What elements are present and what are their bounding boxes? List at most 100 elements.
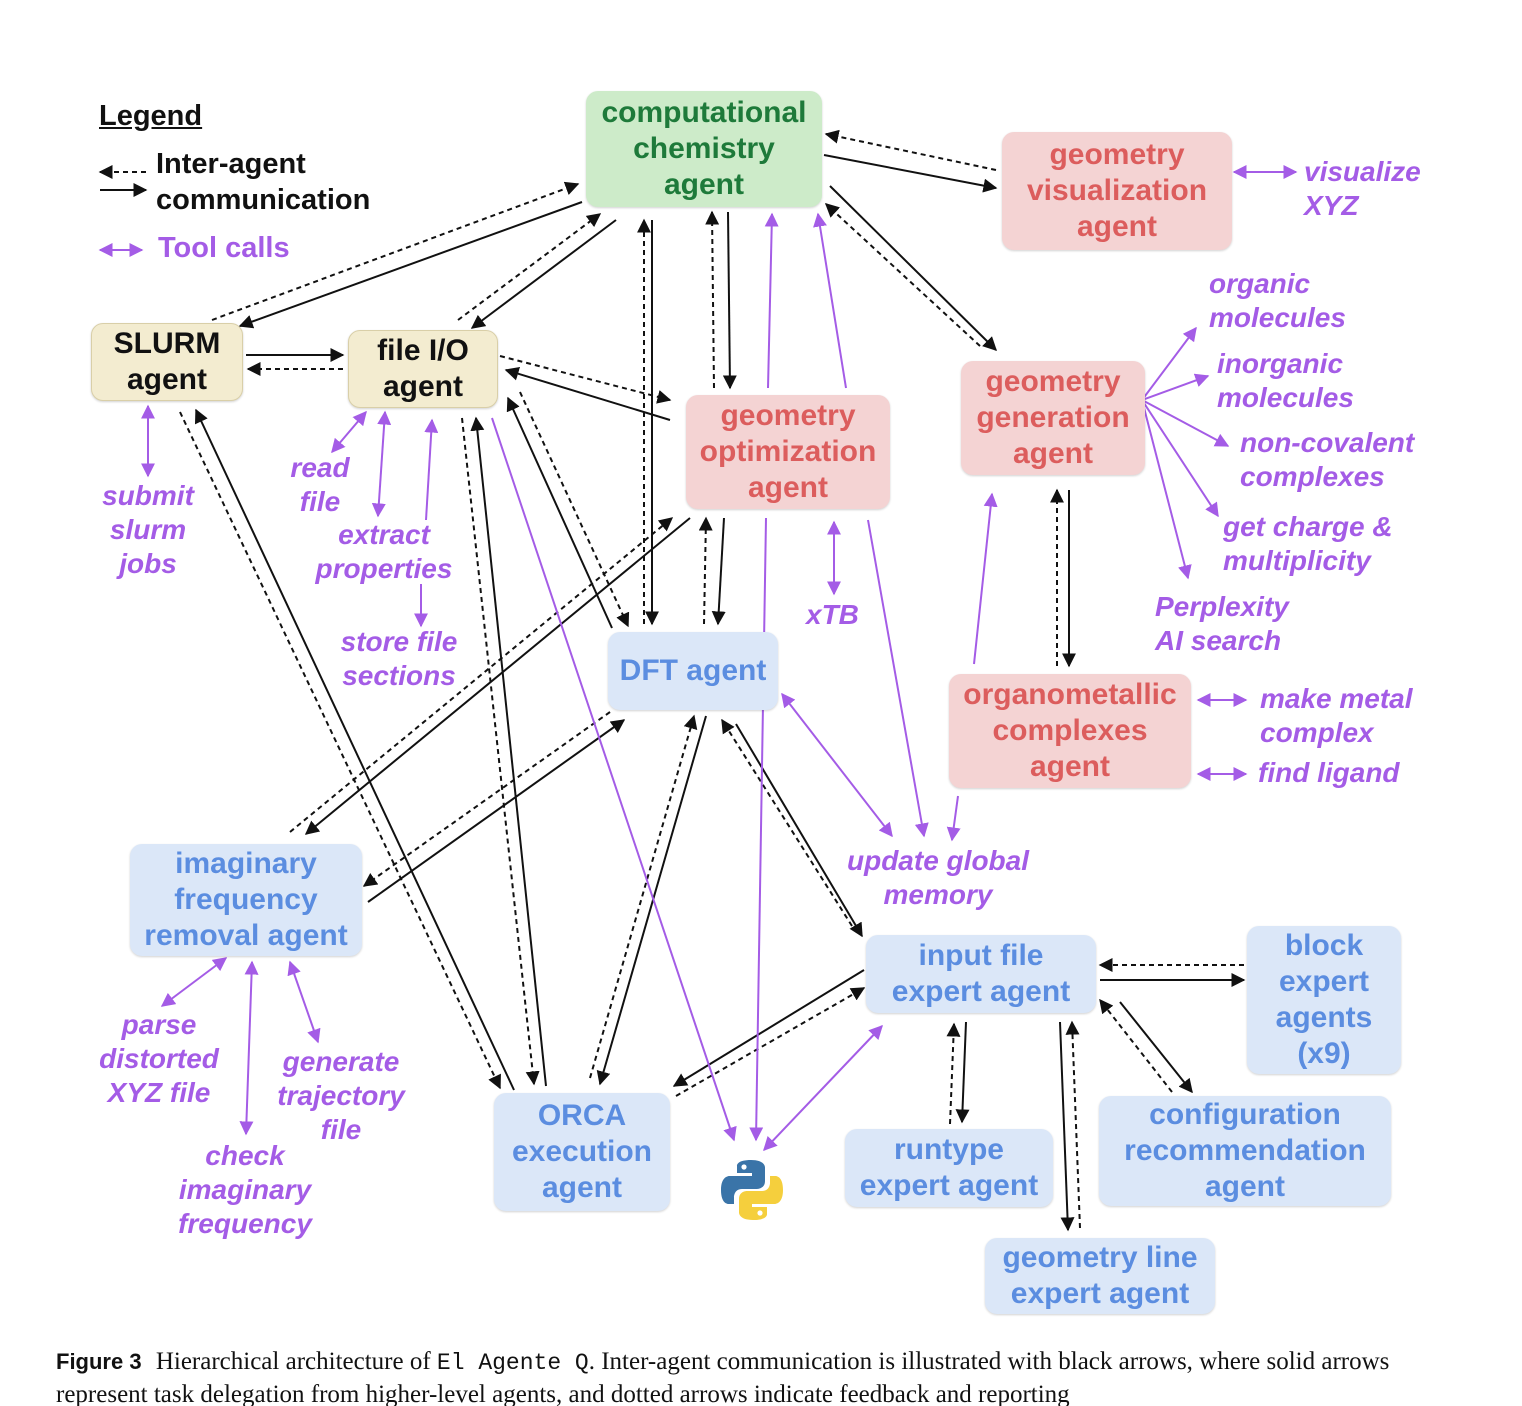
label-line: recommendation: [1124, 1134, 1366, 1167]
slurm-to-comp: [211, 181, 580, 321]
label-line: geometry line: [1002, 1241, 1198, 1274]
tool-xtb: xTB: [806, 598, 859, 632]
config-to-inputfile: [1099, 998, 1173, 1093]
label-line: slurm: [109, 514, 187, 545]
label-line: imaginary: [175, 847, 317, 880]
tool-get-charge-multiplicity: get charge &multiplicity: [1223, 510, 1393, 578]
label-line: jobs: [119, 548, 177, 579]
label-line: agent: [1204, 1170, 1285, 1203]
label-line: ORCA: [537, 1099, 627, 1132]
label-line: expert agent: [859, 1169, 1039, 1202]
label-line: block: [1284, 929, 1364, 962]
label-line: file I/O: [377, 334, 469, 367]
label-line: generate: [282, 1046, 400, 1077]
tool-edge-geomopt-python: [749, 517, 767, 1142]
tool-edge-check-imag: [239, 960, 259, 1136]
label-line: properties: [315, 553, 453, 584]
label-line: chemistry: [633, 132, 775, 165]
label-line: file: [299, 486, 341, 517]
label-line: agent: [1029, 750, 1110, 783]
orca-to-dft: [589, 714, 698, 1079]
label-line: DFT agent: [619, 654, 767, 687]
figure-caption: Figure 3 Hierarchical architecture of El…: [56, 1346, 1468, 1406]
slurm-to-orca: [179, 411, 501, 1090]
label-line: expert: [1278, 965, 1370, 998]
comp-to-geomopt: [722, 211, 737, 390]
label-line: AI search: [1155, 625, 1282, 656]
label-line: input file: [918, 939, 1044, 972]
label-line: sections: [342, 660, 456, 691]
label-line: complex: [1260, 717, 1374, 748]
tool-edge-read-file: [331, 410, 367, 454]
geomline-to-inputfile: [1065, 1020, 1081, 1229]
label-line: agent: [747, 471, 828, 504]
tool-edge-inorganic: [1141, 373, 1210, 401]
label-line: check: [205, 1140, 285, 1171]
geomopt-to-comp: [705, 210, 720, 389]
label-line: XYZ: [1304, 190, 1359, 221]
legend-comm-line2: communication: [156, 184, 371, 216]
label-line: agent: [382, 370, 463, 403]
label-line: agent: [1012, 437, 1093, 470]
caption-text-2: . Inter-agent communication is illustrat…: [56, 1348, 1390, 1406]
label-line: organic: [1209, 268, 1311, 299]
comp-to-geomvis: [823, 154, 998, 193]
label-line: configuration: [1149, 1098, 1341, 1131]
label-line: XYZ file: [107, 1077, 211, 1108]
legend-comm-label: Inter-agent communication: [156, 146, 370, 218]
comp-to-fileio: [470, 219, 617, 329]
label-line: agent: [126, 363, 207, 396]
label-line: optimization: [699, 435, 877, 468]
label-line: trajectory: [277, 1080, 405, 1111]
figure-label: Figure 3: [56, 1349, 142, 1374]
label-line: Perplexity: [1155, 591, 1289, 622]
label-line: expert agent: [1010, 1277, 1190, 1310]
label-line: get charge &: [1223, 511, 1393, 542]
fileio-to-geomopt: [499, 355, 672, 404]
legend-tool-label: Tool calls: [158, 232, 290, 264]
label-line: distorted: [99, 1043, 219, 1074]
tool-edge-organic: [1141, 326, 1197, 401]
label-line: organometallic: [963, 678, 1177, 711]
geomopt-to-fileio: [504, 366, 671, 421]
label-line: runtype: [893, 1133, 1004, 1166]
python-logo-icon: [721, 1160, 783, 1220]
label-line: geometry: [1049, 138, 1185, 171]
tool-edge-noncovalent: [1141, 399, 1230, 447]
label-line: frequency: [174, 883, 318, 916]
dft-agent: DFT agent: [608, 632, 778, 710]
label-line: molecules: [1217, 382, 1354, 413]
tool-edge-organomet-memory: [946, 795, 961, 842]
tool-edge-organomet-geomgen: [973, 492, 998, 665]
label-line: molecules: [1209, 302, 1346, 333]
label-line: xTB: [806, 599, 859, 630]
imagfreq-to-dft: [367, 719, 626, 903]
label-line: execution: [511, 1135, 653, 1168]
label-line: frequency: [178, 1208, 312, 1239]
inputfile-to-dft: [721, 718, 853, 927]
tool-edge-geomopt-comp-2: [764, 212, 779, 389]
fileio-to-comp: [457, 213, 602, 321]
